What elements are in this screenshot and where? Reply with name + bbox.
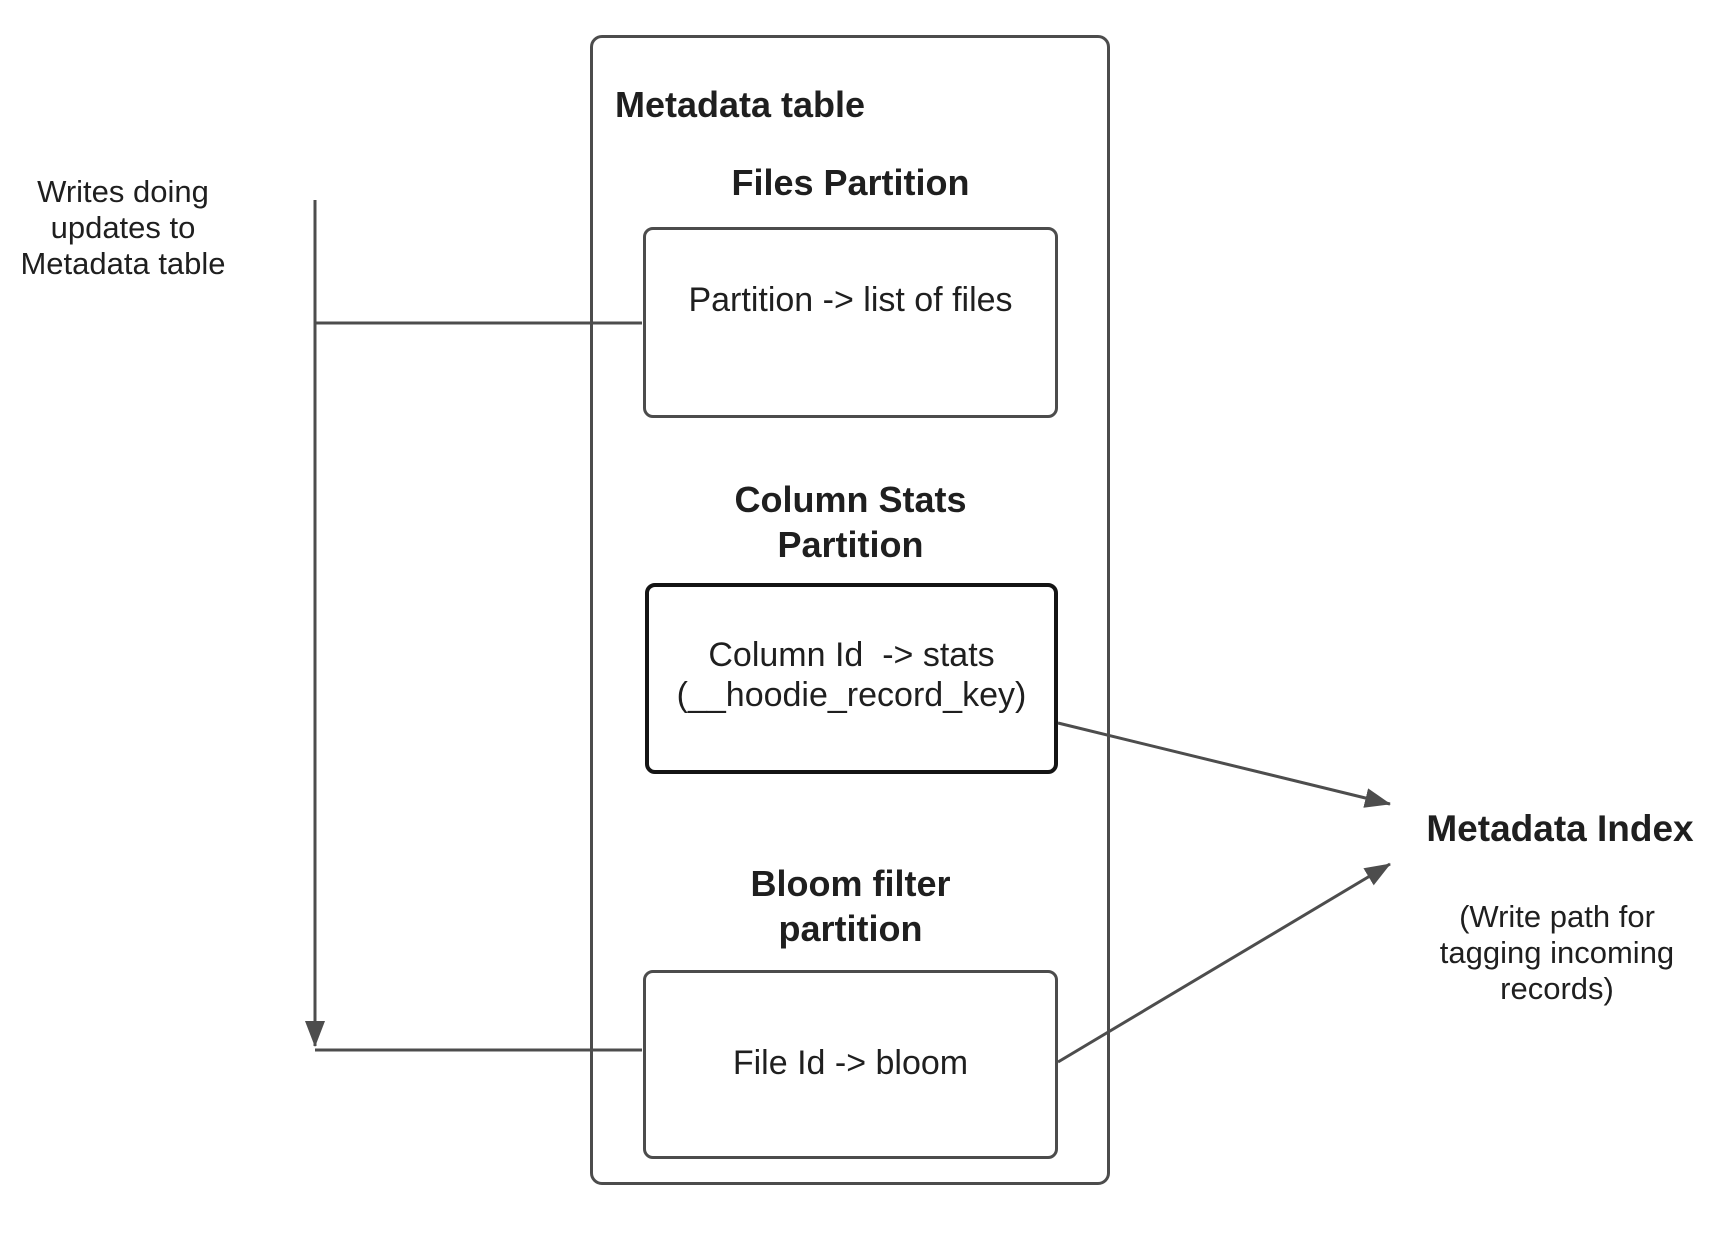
index-note-line: records) — [1500, 971, 1614, 1006]
writes-note: Writes doing updates to Metadata table — [15, 174, 231, 282]
metadata-table-container — [590, 35, 1110, 1185]
index-note-line: tagging incoming — [1439, 935, 1675, 970]
files-partition-box: Partition -> list of files — [643, 227, 1058, 418]
bloom-filter-mapping: File Id -> bloom — [732, 1043, 969, 1082]
heading-line: Bloom filter — [750, 863, 951, 904]
index-note-line: (Write path for — [1459, 899, 1655, 934]
heading-line: partition — [778, 908, 923, 949]
metadata-index-note: (Write path for tagging incoming records… — [1402, 899, 1712, 1007]
writes-note-line: updates to — [50, 210, 196, 245]
metadata-index-title: Metadata Index — [1426, 808, 1694, 849]
column-stats-partition-box: Column Id -> stats (__hoodie_record_key) — [645, 583, 1058, 774]
column-stats-record-key: (__hoodie_record_key) — [676, 675, 1027, 714]
heading-line: Partition — [777, 524, 924, 565]
metadata-table-title: Metadata table — [615, 84, 866, 125]
writes-note-line: Metadata table — [20, 246, 226, 281]
bloom-filter-partition-box: File Id -> bloom — [643, 970, 1058, 1159]
column-stats-mapping: Column Id -> stats — [708, 635, 995, 674]
heading-line: Column Stats — [734, 479, 967, 520]
heading-line: Files Partition — [731, 162, 970, 203]
bloom-filter-partition-heading: Bloom filter partition — [643, 861, 1058, 951]
column-stats-partition-heading: Column Stats Partition — [643, 477, 1058, 567]
files-partition-heading: Files Partition — [643, 160, 1058, 205]
writes-note-line: Writes doing — [37, 174, 209, 209]
files-partition-mapping: Partition -> list of files — [688, 280, 1013, 319]
